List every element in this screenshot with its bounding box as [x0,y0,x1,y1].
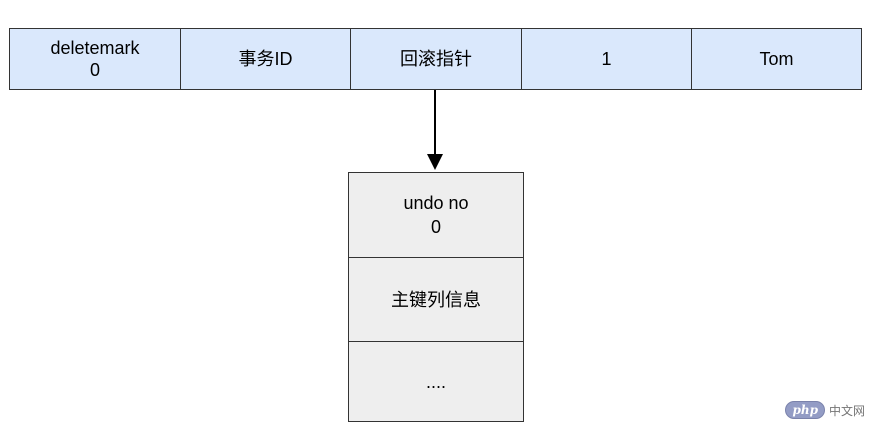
record-row: deletemark 0 事务ID 回滚指针 1 Tom [9,28,862,90]
field-deletemark-value: 0 [89,60,100,80]
undo-cell-primary-key-info: 主键列信息 [348,256,524,343]
undo-no-label: undo no [403,193,469,213]
php-logo: php [785,401,825,419]
primary-key-info-label: 主键列信息 [391,289,481,310]
field-deletemark: deletemark 0 [9,28,181,90]
field-name-value: Tom [691,28,862,90]
undo-cell-undo-no: undo no 0 [348,172,524,258]
field-deletemark-label: deletemark [50,38,140,58]
undo-cell-ellipsis: .... [348,341,524,422]
field-rollback-pointer: 回滚指针 [350,28,522,90]
ellipsis-label: .... [425,371,446,392]
field-id-value-label: 1 [601,49,612,69]
field-transaction-id-label: 事务ID [238,49,293,69]
undo-no-value: 0 [430,217,441,237]
php-cn-watermark: php 中文网 [785,401,865,419]
field-name-value-label: Tom [759,49,794,69]
arrow-head [427,154,443,170]
undo-log-stack: undo no 0 主键列信息 .... [348,172,524,422]
rollback-pointer-arrow [427,90,443,170]
field-transaction-id: 事务ID [179,28,352,90]
field-rollback-pointer-label: 回滚指针 [400,49,472,69]
watermark-site-text: 中文网 [828,403,865,418]
field-id-value: 1 [520,28,693,90]
